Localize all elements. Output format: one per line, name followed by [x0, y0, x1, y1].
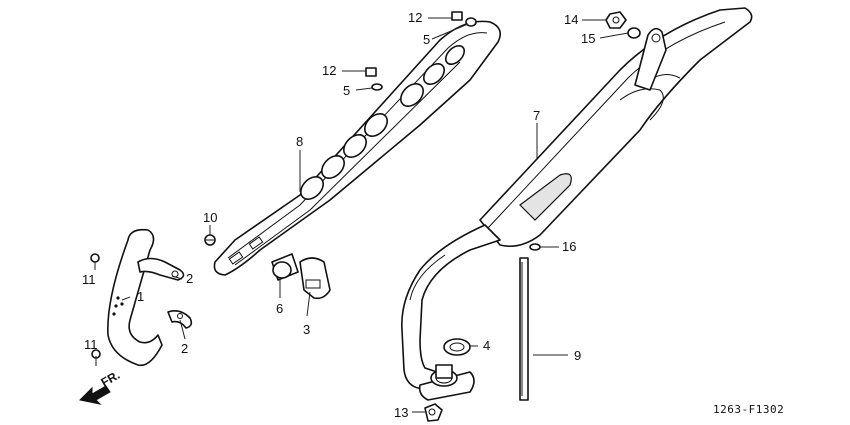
callout-8: 8: [296, 134, 303, 149]
bolt-part-10[interactable]: [204, 234, 216, 246]
callout-1: 1: [137, 289, 144, 304]
front-label: FR.: [99, 368, 123, 390]
callout-5-upper: 5: [423, 32, 430, 47]
muffler-part-7[interactable]: [479, 7, 753, 248]
protector-part-1[interactable]: [107, 228, 163, 367]
callout-11-lower: 11: [84, 337, 98, 352]
callout-12-lower: 12: [322, 63, 336, 78]
washer-part-15[interactable]: [627, 27, 641, 39]
callout-4: 4: [483, 338, 490, 353]
callout-15: 15: [581, 31, 595, 46]
shield-vent-holes: [300, 44, 466, 200]
callout-11-upper: 11: [82, 272, 96, 287]
screw-part-12-lower[interactable]: [365, 67, 377, 77]
callout-7: 7: [533, 108, 540, 123]
callout-14: 14: [564, 12, 578, 27]
gasket-part-4[interactable]: [443, 338, 471, 356]
callout-2-lower: 2: [181, 341, 188, 356]
callout-10: 10: [203, 210, 217, 225]
callout-6: 6: [276, 301, 283, 316]
heat-shield-part-8[interactable]: [213, 20, 501, 276]
figure-code: 1263-F1302: [713, 403, 784, 416]
washer-part-5-upper[interactable]: [465, 17, 477, 27]
callout-12-upper: 12: [408, 10, 422, 25]
front-direction-indicator: FR.: [78, 368, 123, 405]
callout-16: 16: [562, 239, 576, 254]
callout-9: 9: [574, 348, 581, 363]
callout-labels: 1 2 2 3 4 5 5 6 7 8 9 10 11 11 12 12 13 …: [82, 10, 595, 420]
clamp-part-2-upper[interactable]: [137, 257, 185, 281]
washer-part-5-lower[interactable]: [371, 83, 383, 91]
screw-part-12-upper[interactable]: [451, 11, 463, 21]
callout-13: 13: [394, 405, 408, 420]
clip-part-16[interactable]: [529, 243, 541, 251]
bolt-part-13[interactable]: [424, 403, 443, 422]
callout-2-upper: 2: [186, 271, 193, 286]
clamp-part-2-lower[interactable]: [167, 310, 193, 329]
exhaust-pipe[interactable]: [401, 224, 501, 401]
collar-part-6[interactable]: [271, 253, 299, 281]
front-arrow-icon: [78, 385, 111, 405]
callout-5-lower: 5: [343, 83, 350, 98]
band-part-3[interactable]: [299, 257, 331, 300]
leader-lines: [94, 17, 629, 413]
nut-part-14[interactable]: [605, 11, 627, 29]
drain-tube-part-9[interactable]: [519, 257, 529, 401]
callout-3: 3: [303, 322, 310, 337]
